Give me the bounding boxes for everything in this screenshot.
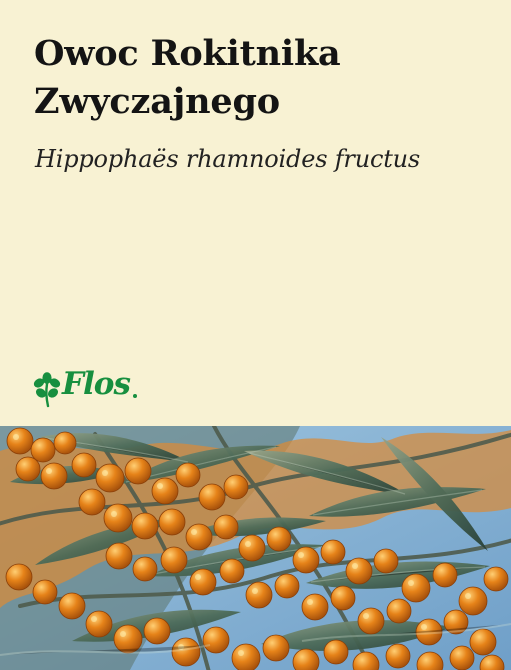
product-title: Owoc Rokitnika Zwyczajnego bbox=[34, 30, 494, 126]
sea-buckthorn-photo bbox=[0, 426, 511, 670]
product-title-line-2: Zwyczajnego bbox=[34, 81, 280, 122]
leaf-cluster-icon bbox=[33, 372, 61, 408]
latin-botanical-name: Hippophaës rhamnoides fructus bbox=[35, 145, 421, 173]
package-label-panel: Owoc Rokitnika Zwyczajnego Hippophaës rh… bbox=[31, 30, 494, 412]
flos-brand-logo: Flos bbox=[31, 360, 171, 412]
product-title-line-1: Owoc Rokitnika bbox=[34, 33, 341, 74]
sea-buckthorn-berries-image bbox=[0, 426, 511, 670]
brand-name: Flos bbox=[62, 366, 137, 402]
